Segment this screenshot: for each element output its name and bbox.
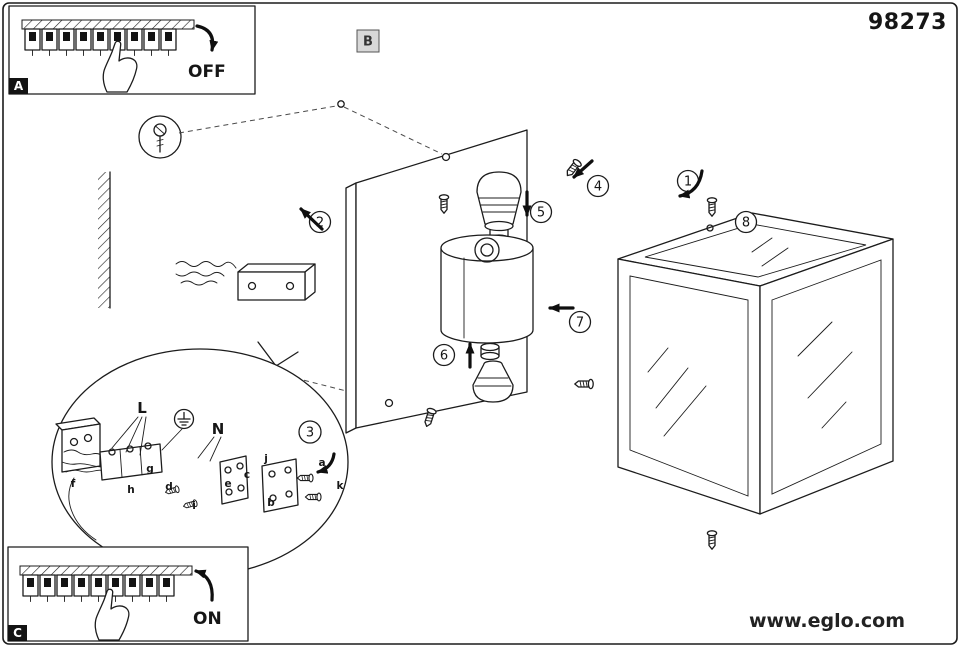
part-label-f: f <box>71 478 76 490</box>
lantern-fixture <box>617 212 894 515</box>
glass-panel-top <box>644 223 867 278</box>
step-3-badge <box>298 420 322 444</box>
mounting-bracket-right <box>261 458 299 513</box>
section-a-marker <box>9 78 28 94</box>
section-b-label: B <box>363 35 373 50</box>
part-label-h: h <box>127 484 134 496</box>
step-7-badge <box>568 310 592 334</box>
step-4-number: 4 <box>594 180 602 195</box>
part-label-b: b <box>267 497 275 509</box>
step-6-badge <box>432 343 456 367</box>
mounting-bracket-mid <box>219 455 249 505</box>
step-badges: 1 2 3 4 5 6 7 8 <box>298 169 758 444</box>
direction-arrow <box>299 207 324 231</box>
step-1-number: 1 <box>684 175 692 190</box>
part-label-i: i <box>192 500 196 512</box>
step-6-number: 6 <box>440 349 448 364</box>
step-4-badge <box>586 174 610 198</box>
section-c-label: C <box>13 626 22 640</box>
section-a-label: A <box>14 79 24 93</box>
wires-icon <box>175 261 237 286</box>
part-label-g: g <box>146 463 154 475</box>
section-c-marker <box>8 625 27 641</box>
glass-panel-left <box>629 275 749 497</box>
off-state-label: OFF <box>188 62 226 82</box>
lantern-right-face <box>759 238 894 515</box>
step-5-number: 5 <box>537 206 545 221</box>
on-state-label: ON <box>193 609 222 629</box>
step-8-badge <box>734 210 758 234</box>
step-2-number: 2 <box>316 216 324 231</box>
rotate-arrow-icon <box>678 169 704 199</box>
power-on-panel: ON C <box>7 546 249 642</box>
part-label-e: e <box>224 478 231 490</box>
driver-box <box>237 263 316 301</box>
wall-hatch <box>98 171 111 309</box>
part-label-d: d <box>165 481 173 493</box>
part-label-j: j <box>263 453 268 465</box>
earth-symbol-icon <box>173 408 195 430</box>
model-number: 98273 <box>868 10 947 35</box>
live-wire-label: L <box>137 399 147 417</box>
step-3-number: 3 <box>306 426 314 441</box>
glass-panel-right <box>771 259 882 495</box>
direction-arrow <box>572 159 594 179</box>
rotate-arrow-icon <box>194 569 214 602</box>
neutral-wire-label: N <box>212 420 225 438</box>
terminal-block <box>99 442 163 481</box>
screw-callout <box>138 115 182 159</box>
mounting-bracket-left <box>55 417 101 541</box>
leader-line <box>343 106 443 155</box>
lamp-socket <box>480 342 500 361</box>
circuit-breaker-icon <box>19 565 193 603</box>
website-url: www.eglo.com <box>749 610 905 632</box>
direction-arrow <box>316 452 336 474</box>
section-b-marker: B <box>356 29 380 53</box>
direction-arrows <box>299 159 704 369</box>
step-2-badge <box>308 210 332 234</box>
step-8-number: 8 <box>742 216 750 231</box>
part-label-a: a <box>318 457 325 469</box>
lamp-shade-cylinder <box>440 234 534 344</box>
step-7-number: 7 <box>576 316 584 331</box>
circuit-breaker-icon <box>21 19 195 57</box>
power-off-panel: OFF A <box>8 5 256 95</box>
part-label-c: c <box>244 469 250 481</box>
spot-bulb-bottom <box>472 360 514 403</box>
cable-loop <box>68 477 97 541</box>
part-label-k: k <box>337 480 345 492</box>
rotate-arrow-icon <box>195 24 219 52</box>
screw-hole-marker <box>337 100 345 108</box>
